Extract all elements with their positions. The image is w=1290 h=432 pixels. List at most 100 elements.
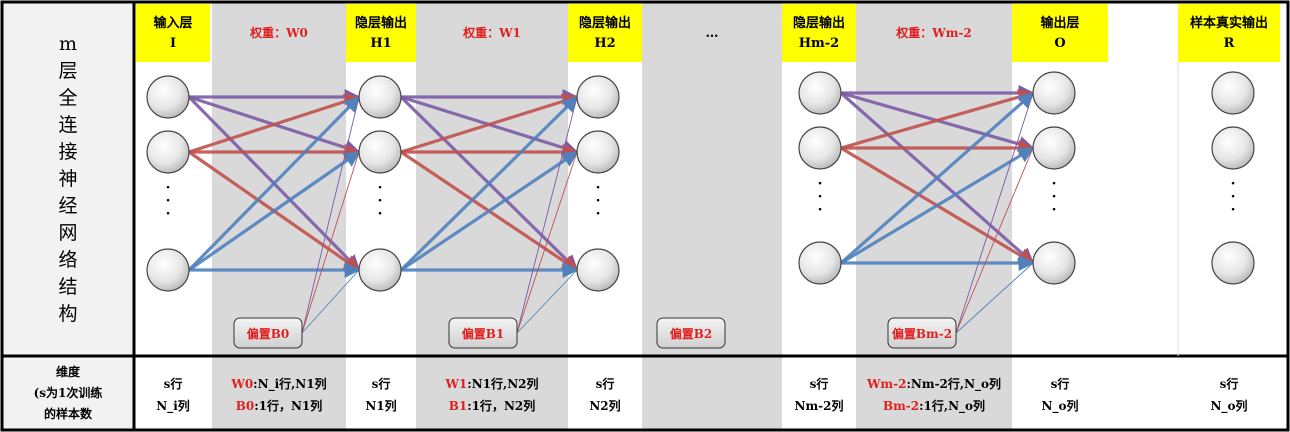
header-h1-line2: H1 <box>370 36 391 51</box>
dim-cell-h2: N2列 <box>589 398 620 413</box>
bias-edge-3 <box>955 92 1034 334</box>
bias-label: 偏置B1 <box>462 326 505 341</box>
dim-cell-hm2: s行 <box>810 376 829 391</box>
dim-segment: :1行，N2列 <box>467 398 535 413</box>
bias-edge-1 <box>516 269 578 334</box>
bias-box <box>656 317 726 349</box>
side-title-char: 经 <box>58 195 77 217</box>
dimension-cells: s行N_i列W0:N_i行,N1列B0:1行，N1列s行N1列W1:N1行,N2… <box>156 376 1247 414</box>
dim-cell-output: N_o列 <box>1042 398 1079 414</box>
bias-edge-0 <box>301 151 360 334</box>
header-box-input <box>136 4 210 62</box>
dim-segment: s行 <box>1051 376 1070 391</box>
edge-hm2-output <box>840 89 1035 150</box>
dim-band-wm2 <box>856 356 1012 430</box>
side-title-char: 接 <box>58 141 77 163</box>
bias-edge-1 <box>516 96 578 334</box>
bias-edge-1 <box>516 151 578 334</box>
dim-cell-hm2: Nm-2列 <box>795 398 844 413</box>
bias-label: 偏置B0 <box>247 326 290 341</box>
side-title-char: 结 <box>58 276 77 298</box>
dim-segment: Wm-2 <box>866 377 907 391</box>
dim-band-ellipsis <box>642 356 782 430</box>
vertical-dot: · <box>166 180 171 196</box>
neuron-h2 <box>576 130 620 174</box>
side-title-char: 层 <box>58 60 77 82</box>
neuron-truth <box>1211 71 1255 115</box>
dim-cell-input: N_i列 <box>156 398 190 414</box>
header-output-line2: O <box>1054 36 1065 51</box>
side-title-char: 神 <box>58 168 77 190</box>
vertical-dots-layer: ·················· <box>166 176 1236 222</box>
bias-edge-0 <box>301 269 360 334</box>
vertical-dot: · <box>1052 176 1057 192</box>
neuron-truth <box>1211 126 1255 170</box>
bias-connection-layer <box>301 92 1034 334</box>
dim-cell-w0: B0:1行，N1列 <box>236 398 323 413</box>
neuron-layer <box>146 71 1255 292</box>
header-truth-line2: R <box>1224 36 1235 51</box>
dim-segment: N2列 <box>589 398 620 413</box>
neuron-h1 <box>358 248 402 292</box>
vertical-dot: · <box>596 193 601 209</box>
connection-layer <box>187 85 1035 278</box>
dim-segment: Bm-2 <box>883 399 919 413</box>
dim-segment: s行 <box>810 376 829 391</box>
side-title-char: 网 <box>58 222 77 244</box>
dimension-label-panel <box>2 356 134 430</box>
neuron-output <box>1032 241 1076 285</box>
dim-cell-output: s行 <box>1051 376 1070 391</box>
dim-segment: :N1行,N2列 <box>467 376 538 391</box>
vertical-dot: · <box>378 206 383 222</box>
dim-label-line1: 维度 <box>56 364 81 379</box>
dim-cell-input: s行 <box>164 376 183 391</box>
vertical-dot: · <box>166 193 171 209</box>
dim-segment: :1行,N_o列 <box>919 398 985 414</box>
header-box-output <box>1012 4 1108 62</box>
vertical-dot: · <box>1231 189 1236 205</box>
dim-cell-w1: W1:N1行,N2列 <box>444 376 538 391</box>
header-h1-line1: 隐层输出 <box>355 15 407 31</box>
side-title-char: 全 <box>58 87 77 109</box>
bias-box <box>448 317 518 349</box>
dim-segment: s行 <box>164 376 183 391</box>
neuron-h1 <box>358 130 402 174</box>
neuron-h2 <box>576 248 620 292</box>
dim-segment: N_i列 <box>156 398 190 414</box>
dim-label-line2: (s为1次训练 <box>34 385 103 400</box>
dim-segment: :1行，N1列 <box>254 398 322 413</box>
dim-cell-truth: s行 <box>1220 376 1239 391</box>
dim-label-line3: 的样本数 <box>44 406 93 421</box>
dim-band-w1 <box>416 356 568 430</box>
dim-segment: s行 <box>372 376 391 391</box>
header-hm2-line2: Hm-2 <box>799 36 839 51</box>
header-hm2-line1: 隐层输出 <box>793 15 845 31</box>
weight-label-wm2: 权重：Wm-2 <box>895 25 972 40</box>
vertical-dot: · <box>378 180 383 196</box>
dim-cell-h2: s行 <box>596 376 615 391</box>
header-box-hm2 <box>782 4 856 62</box>
header-h2-line1: 隐层输出 <box>579 15 631 31</box>
dim-segment: s行 <box>596 376 615 391</box>
neuron-input <box>146 130 190 174</box>
side-title-char: 连 <box>58 114 77 136</box>
dim-cell-truth: N_o列 <box>1211 398 1248 414</box>
neuron-hm2 <box>798 126 842 170</box>
bias-box <box>887 317 957 349</box>
dim-segment: B1 <box>449 399 468 413</box>
edge-hm2-output <box>840 146 1035 265</box>
dim-segment: :N_i行,N1列 <box>253 376 326 392</box>
vertical-dot: · <box>818 176 823 192</box>
dim-segment: Nm-2列 <box>795 398 844 413</box>
vertical-dot: · <box>596 206 601 222</box>
bias-edge-0 <box>301 96 360 334</box>
bias-label: 偏置B2 <box>670 326 713 341</box>
neuron-hm2 <box>798 71 842 115</box>
header-h2-line2: H2 <box>594 36 615 51</box>
dim-segment: :Nm-2行,N_o列 <box>906 376 1001 392</box>
edge-h1-h2 <box>400 150 579 272</box>
